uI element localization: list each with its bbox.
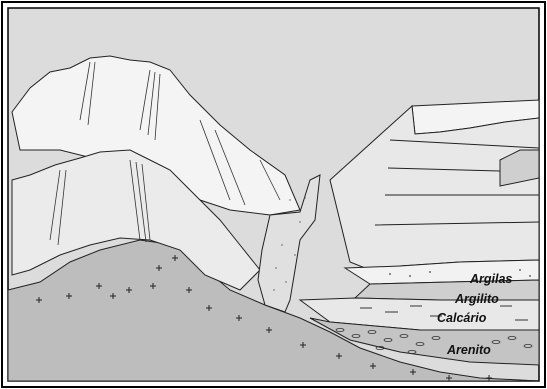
label-argilito: Argilito (454, 292, 499, 306)
label-argilas: Argilas (469, 272, 512, 286)
label-calcario: Calcário (437, 311, 487, 325)
label-arenito: Arenito (446, 343, 491, 357)
